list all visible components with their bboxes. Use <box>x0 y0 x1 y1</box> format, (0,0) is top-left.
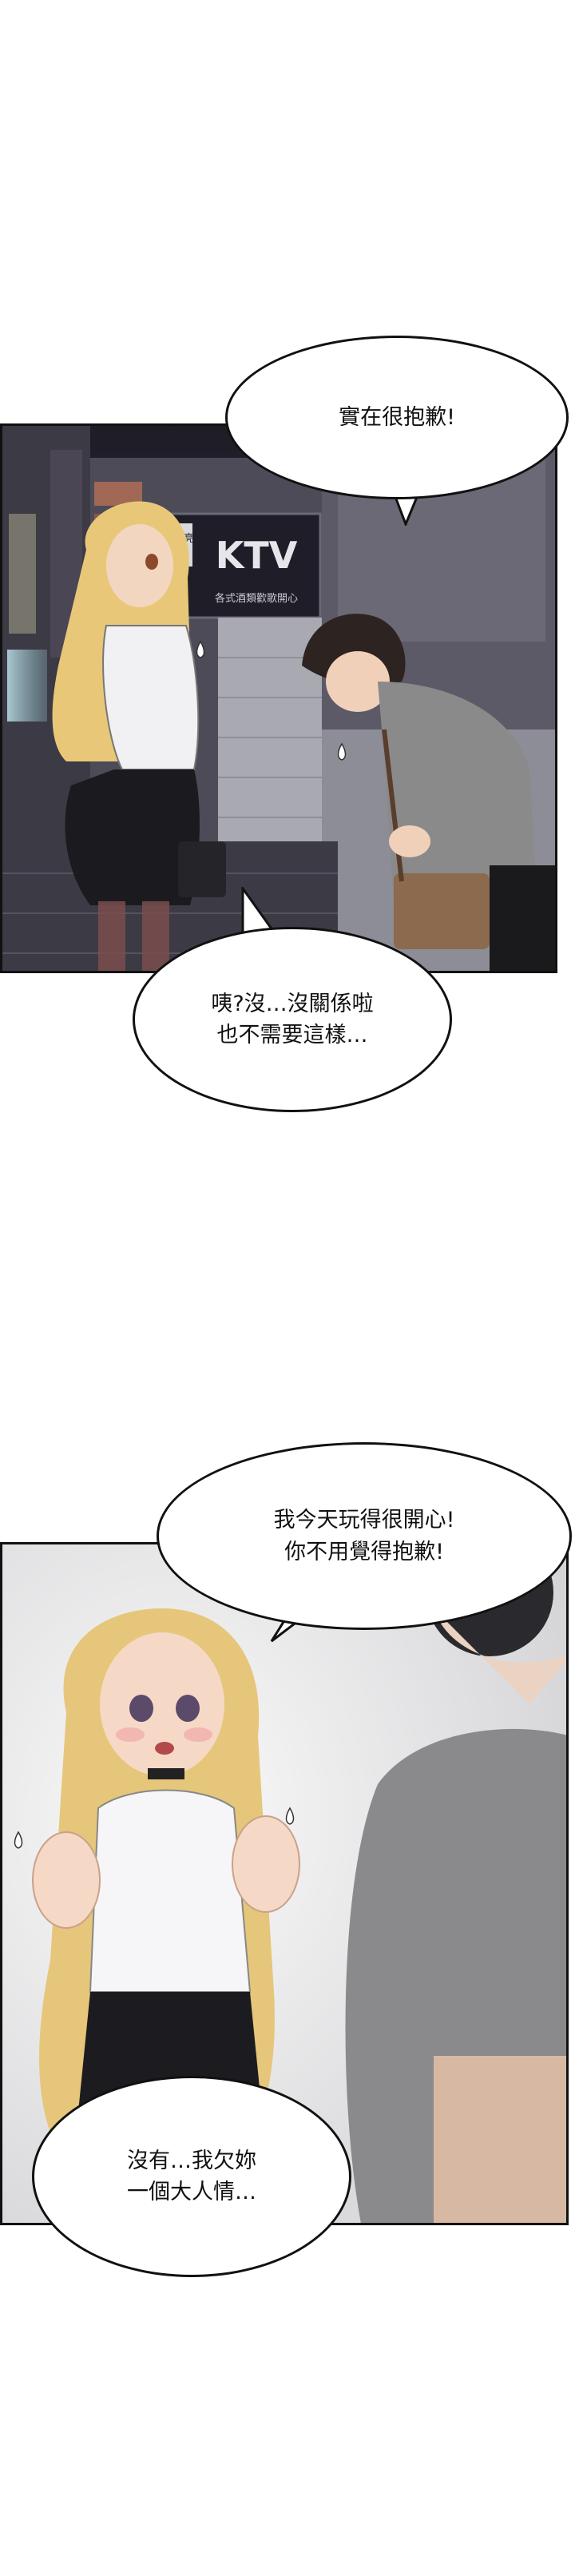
bubble-text-line: 我今天玩得很開心! <box>273 1508 455 1533</box>
dark-haired-man-figure <box>302 614 555 971</box>
bubble-text-line: 沒有…我欠妳 <box>127 2148 256 2173</box>
speech-bubble-fun-today: 我今天玩得很開心! 你不用覺得抱歉! <box>157 1442 572 1630</box>
sweat-drop-icon <box>337 742 347 761</box>
bubble-text-line: 咦?沒…沒關係啦 <box>211 991 374 1016</box>
messenger-bag <box>394 873 490 949</box>
raised-hand-right <box>232 1815 300 1913</box>
blonde-woman-figure <box>52 501 226 971</box>
bubble-text-line: 實在很抱歉! <box>339 404 455 430</box>
bubble-text-line: 你不用覺得抱歉! <box>284 1539 444 1564</box>
sweat-drop-icon <box>285 1807 295 1825</box>
speech-bubble-apology: 實在很抱歉! <box>225 336 569 499</box>
bubble-text-line: 也不需要這樣… <box>216 1023 368 1047</box>
speech-bubble-tail <box>241 887 276 934</box>
raised-hand-left <box>32 1831 101 1929</box>
sign-small-right: 各式酒類歡歌開心 <box>215 592 298 605</box>
sweat-drop-icon <box>14 1831 23 1849</box>
street-scene-art: 閃亮閃亮 KTV 各式酒類歡歌開心 <box>2 426 555 971</box>
comic-panel-1: 閃亮閃亮 KTV 各式酒類歡歌開心 <box>0 423 557 973</box>
speech-bubble-reply: 咦?沒…沒關係啦 也不需要這樣… <box>133 927 452 1112</box>
sweat-drop-icon <box>196 640 205 658</box>
sign-ktv-text: KTV <box>216 534 298 577</box>
speech-bubble-owe-favor: 沒有…我欠妳 一個大人情… <box>32 2076 351 2277</box>
blonde-woman-closeup <box>32 1608 300 2152</box>
bubble-text-line: 一個大人情… <box>127 2180 256 2204</box>
